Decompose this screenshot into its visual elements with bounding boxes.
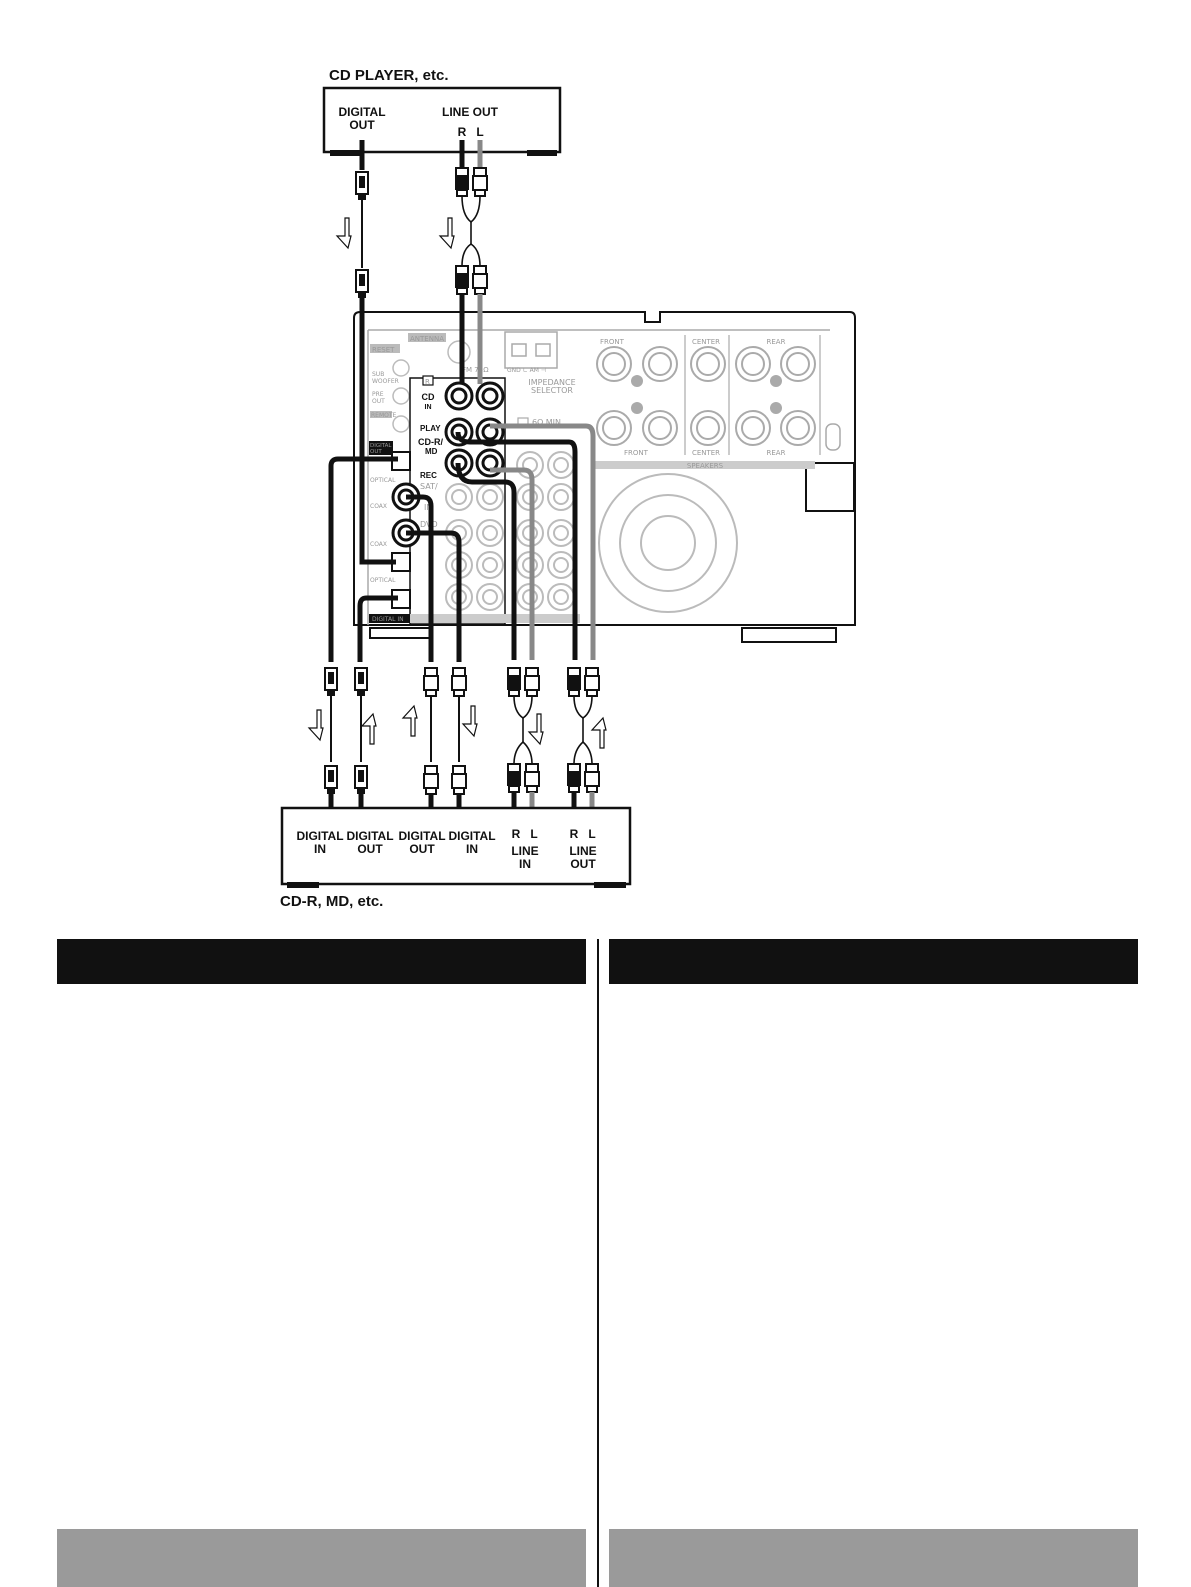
recorder-digital-out-label: DIGITAL <box>346 829 393 843</box>
in-label: IN <box>424 503 432 512</box>
cd-player-cables <box>336 140 488 299</box>
coax-label-top: COAX <box>370 503 387 510</box>
recorder-line-out-label-2: OUT <box>570 857 596 871</box>
recorder-line-in-r: R <box>512 827 521 841</box>
recorder-digital-in-label: DIGITAL <box>296 829 343 843</box>
fm-label: FM 75Ω <box>462 366 489 374</box>
recorder-line-in-l: L <box>530 827 537 841</box>
front-bottom-label: FRONT <box>624 449 649 457</box>
recorder-device: DIGITAL IN DIGITAL OUT DIGITAL OUT DIGIT… <box>280 806 632 910</box>
left-column-header <box>57 939 586 984</box>
am-label: GND ∟ AM ⊣ <box>507 367 546 374</box>
front-top-label: FRONT <box>600 338 625 346</box>
recorder-digital-in-label-2: IN <box>314 842 326 856</box>
recorder-coax-out-label-2: OUT <box>409 842 435 856</box>
cd-player-digital-out-label-2: OUT <box>349 118 375 132</box>
center-top-label: CENTER <box>692 338 720 346</box>
remote-label: REMOTE <box>371 412 397 419</box>
recorder-line-out-r: R <box>570 827 579 841</box>
recorder-coax-out-label: DIGITAL <box>398 829 445 843</box>
arrow-down-icon <box>462 705 478 737</box>
antenna-label: ANTENNA <box>410 335 444 343</box>
impedance-label: IMPEDANCE <box>528 378 575 387</box>
min-ohm-label: 6Ω MIN <box>532 418 561 427</box>
connection-diagram: CD PLAYER, etc. DIGITAL OUT LINE OUT R L <box>280 67 856 910</box>
reset-label: RESET <box>372 346 395 354</box>
optical-label-top: OPTICAL <box>370 477 396 484</box>
play-label: PLAY <box>420 424 441 433</box>
recorder-line-in-label: LINE <box>511 844 538 858</box>
recorder-line-out-l: L <box>588 827 595 841</box>
cdr-md-label-2: MD <box>425 447 438 456</box>
cd-player-title: CD PLAYER, etc. <box>329 67 448 84</box>
optical-label-bottom: OPTICAL <box>370 577 396 584</box>
arrow-up-icon <box>361 713 377 745</box>
r-tag: R <box>425 378 430 386</box>
cd-player-digital-out-label: DIGITAL <box>338 105 385 119</box>
arrow-down-icon <box>439 217 455 249</box>
pre-out-label-2: OUT <box>372 398 385 405</box>
arrow-down-icon <box>528 713 544 745</box>
speakers-label: SPEAKERS <box>687 462 724 470</box>
digital-out-tag-2: OUT <box>370 449 382 455</box>
fan-grille <box>598 473 738 613</box>
recorder-coax-in-label: DIGITAL <box>448 829 495 843</box>
digital-in-tag: DIGITAL IN <box>372 616 404 623</box>
left-column-footer <box>57 1529 586 1587</box>
rear-bottom-label: REAR <box>767 449 786 457</box>
cd-in-label: CD <box>422 392 435 402</box>
sub-woofer-label-2: WOOFER <box>372 378 399 385</box>
receiver-rear-panel: RESET ANTENNA SUB WOOFER PRE OUT REMOTE … <box>353 311 856 643</box>
cd-player-r-label: R <box>458 125 467 139</box>
sub-woofer-label: SUB <box>372 371 384 378</box>
arrow-down-icon <box>308 709 324 741</box>
cd-player-device: CD PLAYER, etc. DIGITAL OUT LINE OUT R L <box>322 67 562 156</box>
recorder-line-in-label-2: IN <box>519 857 531 871</box>
pre-out-label: PRE <box>372 391 384 398</box>
recorder-line-out-label: LINE <box>569 844 596 858</box>
digital-out-tag: DIGITAL <box>370 443 392 449</box>
cd-player-line-out-label: LINE OUT <box>442 105 499 119</box>
receiver-cables <box>328 294 596 662</box>
cd-in-label-2: IN <box>425 404 432 411</box>
arrow-down-icon <box>336 217 352 249</box>
rear-top-label: REAR <box>767 338 786 346</box>
recorder-coax-in-label-2: IN <box>466 842 478 856</box>
recorder-title: CD-R, MD, etc. <box>280 893 383 910</box>
cdr-md-label: CD-R/ <box>418 437 443 447</box>
recorder-cables <box>308 667 607 822</box>
coax-label-bottom: COAX <box>370 541 387 548</box>
recorder-digital-out-label-2: OUT <box>357 842 383 856</box>
cd-player-l-label: L <box>476 125 483 139</box>
rec-label: REC <box>420 471 437 480</box>
arrow-up-icon <box>402 705 418 737</box>
impedance-label-2: SELECTOR <box>531 386 573 395</box>
column-divider <box>597 939 599 1587</box>
sat-label: SAT/ <box>420 482 438 491</box>
right-column-footer <box>609 1529 1138 1587</box>
right-column-header <box>609 939 1138 984</box>
arrow-up-icon <box>591 717 607 749</box>
center-bottom-label: CENTER <box>692 449 720 457</box>
